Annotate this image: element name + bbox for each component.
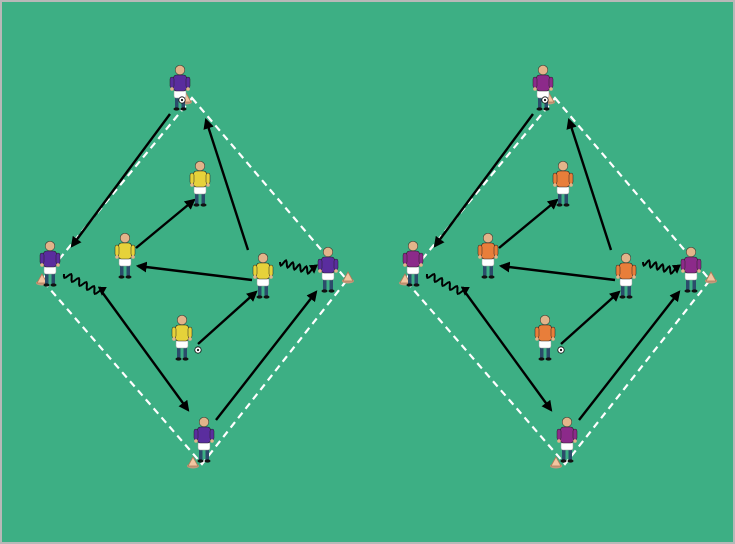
ball [558, 347, 564, 353]
ball [542, 97, 548, 103]
ball [179, 97, 185, 103]
ball [195, 347, 201, 353]
